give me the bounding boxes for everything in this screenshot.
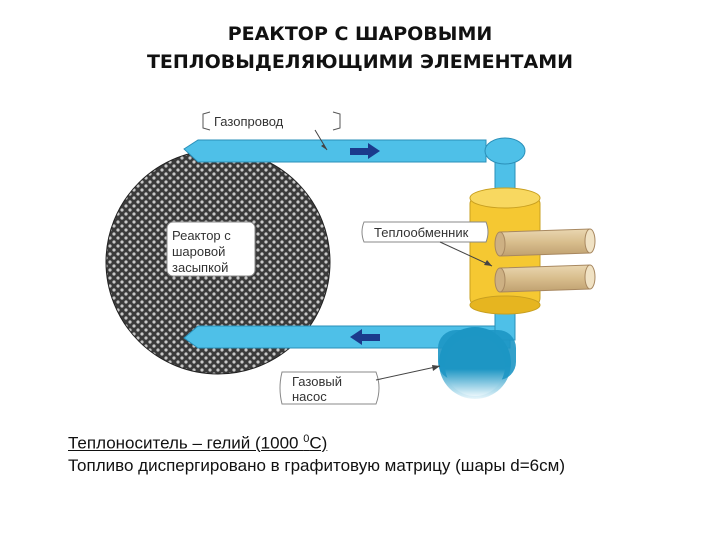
gas-pump-callout: Газовый насос (279, 365, 441, 405)
coolant-note-suffix: С) (309, 433, 328, 453)
exchanger-tube-upper (494, 228, 596, 257)
top-pipe (183, 139, 487, 163)
heat-exchanger-callout: Теплообменник (361, 221, 493, 267)
exchanger-tube-lower (494, 264, 596, 293)
coolant-note-prefix: Теплоноситель – гелий (1000 (68, 433, 304, 453)
reactor-label-line-3: засыпкой (172, 260, 228, 275)
reactor-label-line-1: Реактор с (172, 228, 231, 243)
gas-pump (438, 327, 516, 399)
title-line-2: ТЕПЛОВЫДЕЛЯЮЩИМИ ЭЛЕМЕНТАМИ (146, 51, 574, 73)
coolant-note: Теплоноситель – гелий (1000 0С) (68, 428, 565, 455)
heat-exchanger-label: Теплообменник (374, 225, 469, 240)
flow-arrow-left (350, 329, 380, 345)
pipe-elbow (484, 137, 526, 165)
degree-superscript: 0 (303, 433, 310, 445)
flow-arrow-right (350, 143, 380, 159)
reactor-callout: Реактор с шаровой засыпкой (166, 221, 256, 277)
gas-duct-callout: Газопровод (202, 111, 341, 151)
title-line-1: РЕАКТОР С ШАРОВЫМИ (227, 23, 493, 45)
fuel-note: Топливо диспергировано в графитовую матр… (68, 455, 565, 475)
gas-duct-label: Газопровод (214, 114, 284, 129)
diagram-title: РЕАКТОР С ШАРОВЫМИ ТЕПЛОВЫДЕЛЯЮЩИМИ ЭЛЕМ… (0, 20, 720, 76)
gas-pump-label-line-2: насос (292, 389, 327, 404)
reactor-label-line-2: шаровой (172, 244, 225, 259)
gas-pump-label-line-1: Газовый (292, 374, 342, 389)
diagram-notes: Теплоноситель – гелий (1000 0С) Топливо … (68, 428, 565, 477)
